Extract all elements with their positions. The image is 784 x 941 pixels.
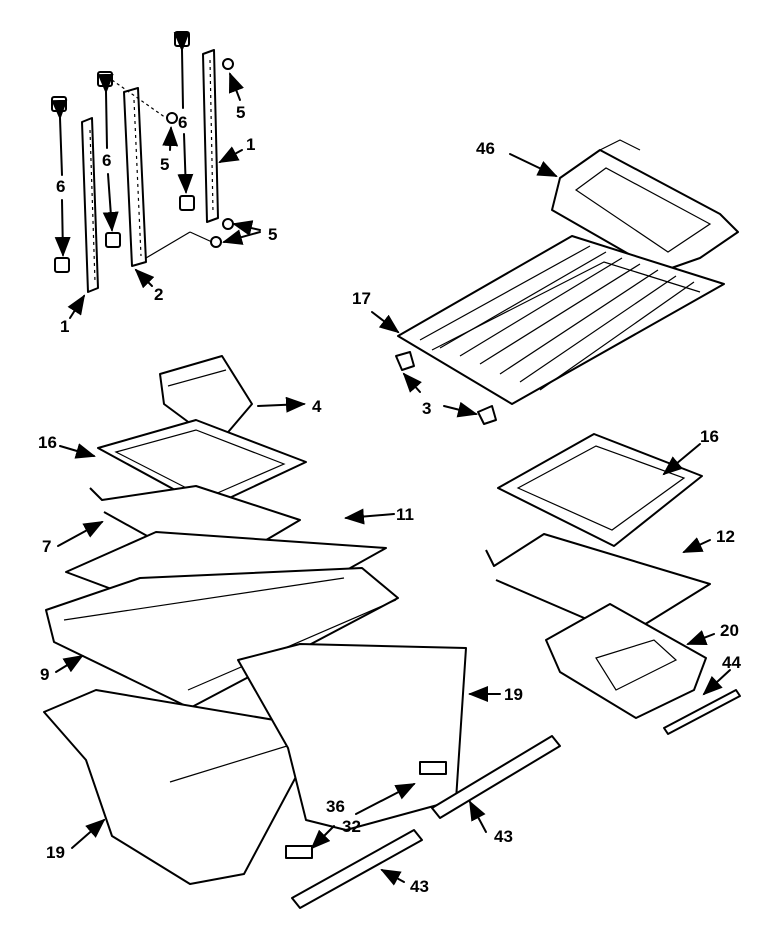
glass-shelf-right (497, 433, 703, 547)
callout-19-left-drawer: 19 (46, 843, 65, 862)
callout-17-wire-shelf: 17 (352, 289, 371, 308)
callout-2-center-rail: 2 (154, 285, 163, 304)
drawer-slide-rails (285, 735, 561, 909)
callout-3-shelf-support: 3 (422, 399, 431, 418)
callout-36-slide-clip: 36 (326, 797, 345, 816)
leader-arrows-top-right (371, 153, 558, 418)
callout-43-rail-right: 43 (494, 827, 513, 846)
callout-46-deli-drawer: 46 (476, 139, 495, 158)
rail-double-arrows (51, 31, 213, 259)
callout-6-clip-left: 6 (56, 177, 65, 196)
callout-6-clip-center: 6 (102, 151, 111, 170)
meat-keeper-rail (663, 689, 741, 735)
callout-labels: 1 1 2 3 4 5 5 5 6 6 6 7 9 11 12 16 16 17… (38, 103, 741, 896)
callout-12-shelf-frame: 12 (716, 527, 735, 546)
callout-16-right-shelf: 16 (700, 427, 719, 446)
callout-32-slide: 32 (342, 817, 361, 836)
deli-drawer (551, 139, 739, 273)
callout-1-left-rail: 1 (60, 317, 69, 336)
callout-16-left-shelf: 16 (38, 433, 57, 452)
callout-44-keeper-rail: 44 (722, 653, 741, 672)
callout-20-meat-keeper: 20 (720, 621, 739, 640)
callout-5-screw-middle: 5 (160, 155, 169, 174)
crisper-drawer-left (43, 689, 323, 885)
glass-shelf-upper (97, 419, 307, 509)
leader-arrows-top-left (67, 72, 261, 319)
callout-5-screw-bottom: 5 (268, 225, 277, 244)
leader-arrows-right (662, 443, 731, 696)
callout-5-screw-top: 5 (236, 103, 245, 122)
crisper-cover-frame (45, 567, 399, 709)
callout-1-right-rail: 1 (246, 135, 255, 154)
callout-7-shelf-frame: 7 (42, 537, 51, 556)
leader-arrows-left (55, 396, 501, 886)
shelf-rail-left (81, 117, 99, 293)
callout-19-right-drawer: 19 (504, 685, 523, 704)
callout-11-glass-shelf: 11 (396, 505, 414, 524)
callout-4-bin: 4 (312, 397, 322, 416)
shelf-support-icons (395, 351, 497, 425)
shelf-rail-center (123, 87, 147, 267)
callout-9-crisper-cover: 9 (40, 665, 49, 684)
callout-6-clip-right: 6 (178, 113, 187, 132)
shelf-rail-right (202, 49, 219, 223)
wire-shelf (397, 235, 725, 405)
storage-bin (159, 355, 253, 445)
screw-icons (166, 58, 234, 248)
shelf-clip-icons (51, 31, 195, 273)
meat-keeper-drawer (545, 603, 707, 719)
callout-43-rail-left: 43 (410, 877, 429, 896)
